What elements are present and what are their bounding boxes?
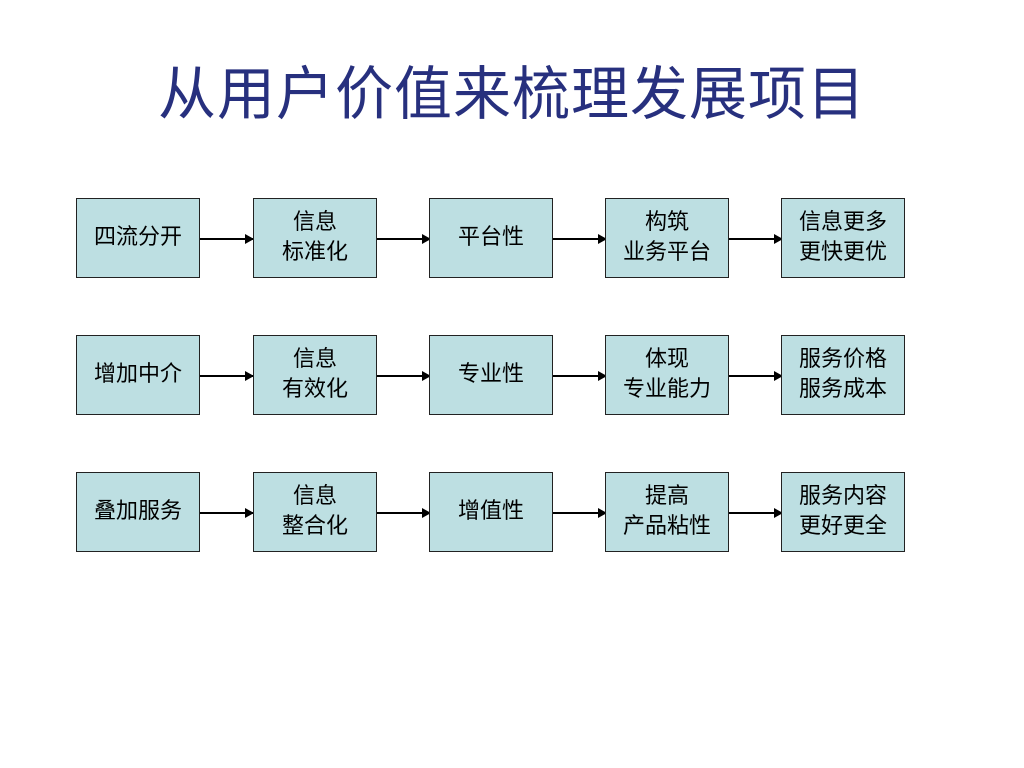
- flow-box: 体现 专业能力: [605, 335, 729, 415]
- flow-box: 专业性: [429, 335, 553, 415]
- flow-box-label: 服务价格 服务成本: [798, 347, 887, 402]
- flow-box: 服务价格 服务成本: [781, 335, 905, 415]
- flow-box-label: 平台性: [457, 225, 524, 250]
- flow-box: 信息 整合化: [253, 472, 377, 552]
- flow-box: 服务内容 更好更全: [781, 472, 905, 552]
- flow-box: 信息 有效化: [253, 335, 377, 415]
- arrow-right-icon: [553, 508, 607, 518]
- arrow-right-icon: [729, 508, 783, 518]
- flow-box-label: 信息 整合化: [281, 484, 348, 539]
- flow-box-label: 增值性: [457, 499, 524, 524]
- flow-box-label: 信息 有效化: [281, 347, 348, 402]
- arrow-right-icon: [377, 371, 431, 381]
- arrow-right-icon: [729, 371, 783, 381]
- flow-box: 信息 标准化: [253, 198, 377, 278]
- arrow-right-icon: [377, 508, 431, 518]
- flow-box-label: 提高 产品粘性: [622, 484, 711, 539]
- slide-title: 从用户价值来梳理发展项目: [157, 60, 866, 128]
- flow-row-3: 叠加服务 信息 整合化 增值性 提高 产品粘性 服务内容 更好更全: [76, 472, 908, 554]
- flow-box: 提高 产品粘性: [605, 472, 729, 552]
- flow-box-label: 增加中介: [93, 362, 182, 387]
- flow-row-2: 增加中介 信息 有效化 专业性 体现 专业能力 服务价格 服务成本: [76, 335, 908, 417]
- flow-box-label: 信息 标准化: [281, 210, 348, 265]
- arrow-right-icon: [377, 234, 431, 244]
- flow-box-label: 专业性: [457, 362, 524, 387]
- flow-box-label: 体现 专业能力: [622, 347, 711, 402]
- arrow-right-icon: [553, 371, 607, 381]
- flow-box: 平台性: [429, 198, 553, 278]
- arrow-right-icon: [729, 234, 783, 244]
- flow-box: 构筑 业务平台: [605, 198, 729, 278]
- flow-box-label: 信息更多 更快更优: [798, 210, 887, 265]
- flow-box-label: 四流分开: [93, 225, 182, 250]
- arrow-right-icon: [200, 371, 254, 381]
- flow-box-label: 构筑 业务平台: [622, 210, 711, 265]
- flow-box-label: 叠加服务: [93, 499, 182, 524]
- flow-box-label: 服务内容 更好更全: [798, 484, 887, 539]
- flow-box: 四流分开: [76, 198, 200, 278]
- flow-box: 信息更多 更快更优: [781, 198, 905, 278]
- arrow-right-icon: [200, 234, 254, 244]
- arrow-right-icon: [200, 508, 254, 518]
- flow-box: 增值性: [429, 472, 553, 552]
- flow-box: 叠加服务: [76, 472, 200, 552]
- arrow-right-icon: [553, 234, 607, 244]
- flow-row-1: 四流分开 信息 标准化 平台性 构筑 业务平台 信息更多 更快更优: [76, 198, 908, 280]
- flow-box: 增加中介: [76, 335, 200, 415]
